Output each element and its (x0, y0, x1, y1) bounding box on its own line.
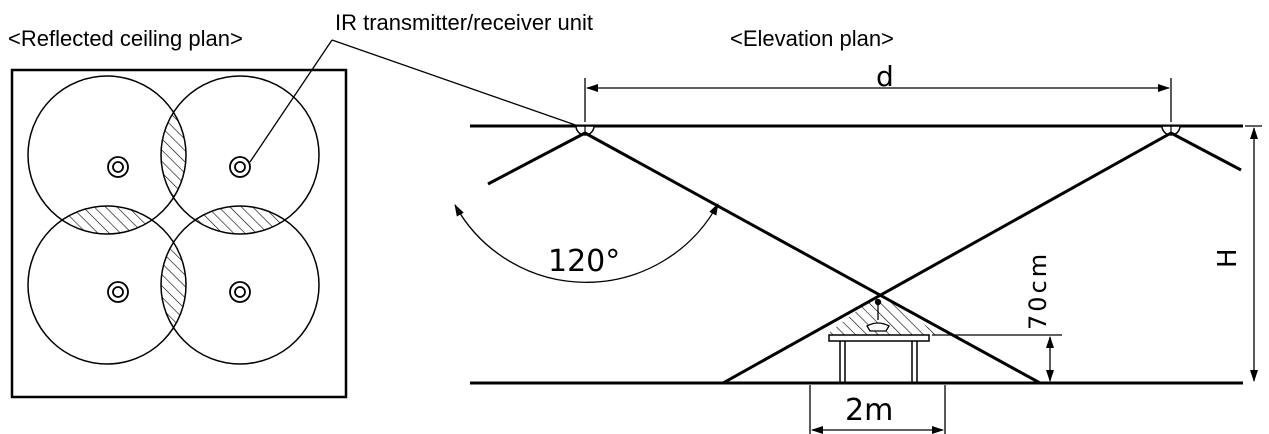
coverage-circle-top-right (160, 75, 320, 235)
ir-unit-icon-top-right (229, 156, 251, 178)
elevation-plan-title: <Elevation plan> (730, 26, 894, 51)
reflected-ceiling-plan-title: <Reflected ceiling plan> (8, 26, 243, 51)
d-label: d (876, 60, 894, 93)
ceiling-plan (10, 39, 348, 399)
overlap-hatch-areas (28, 76, 319, 364)
ir-unit-label: IR transmitter/receiver unit (335, 10, 593, 35)
coverage-circle-bottom-left (27, 205, 187, 365)
angle-arc (454, 203, 719, 283)
cone-right-edge-b (1170, 131, 1242, 172)
desk-device (866, 298, 890, 332)
table (828, 334, 930, 383)
ir-unit-leader-plan (249, 39, 333, 163)
cone-left-edge-b (584, 131, 1041, 385)
elevation-plan: d 120° H 70cm 2m (331, 39, 1262, 434)
cone-right-edge-a (722, 131, 1172, 385)
table-height-label: 70cm (1024, 251, 1052, 330)
ir-unit-icon-bottom-left (107, 281, 129, 303)
ir-unit-leader-elevation (331, 39, 585, 129)
ir-unit-icon-bottom-right (229, 281, 251, 303)
coverage-width-label: 2m (845, 393, 893, 428)
cone-left-edge-a (487, 131, 586, 186)
coverage-circle-top-left (27, 75, 187, 235)
coverage-circle-bottom-right (160, 205, 320, 365)
h-label: H (1213, 248, 1243, 268)
ir-unit-icon-top-left (107, 156, 129, 178)
angle-label: 120° (548, 244, 620, 279)
room-outline (10, 68, 348, 399)
